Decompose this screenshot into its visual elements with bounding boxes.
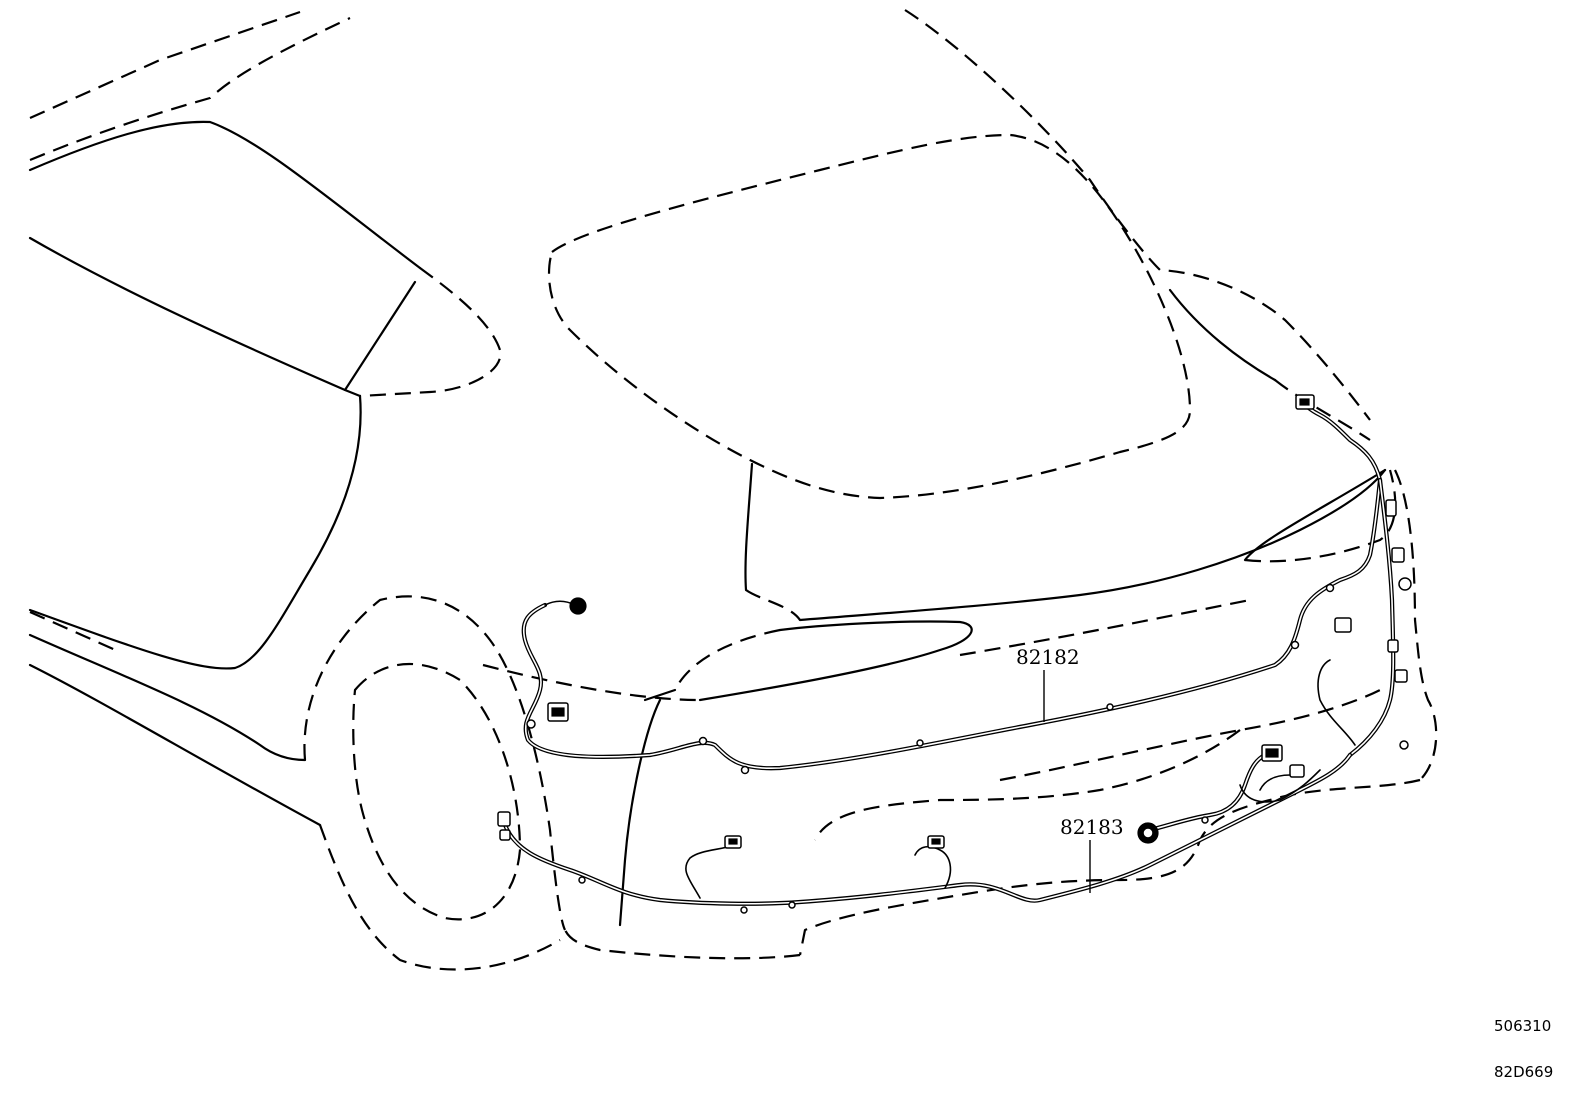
part-number-label: 82183 <box>1060 815 1124 839</box>
part-callout-82183: 82183 <box>1060 815 1124 893</box>
wire-harness-82183 <box>497 744 1353 914</box>
car-body-outline <box>28 9 1438 971</box>
part-callout-82182: 82182 <box>1016 645 1080 722</box>
part-number-label: 82182 <box>1016 645 1080 669</box>
wire-harness-82182 <box>521 394 1412 775</box>
catalog-code: 82D669 <box>1494 1063 1553 1081</box>
diagram-code: 506310 <box>1494 1017 1551 1035</box>
